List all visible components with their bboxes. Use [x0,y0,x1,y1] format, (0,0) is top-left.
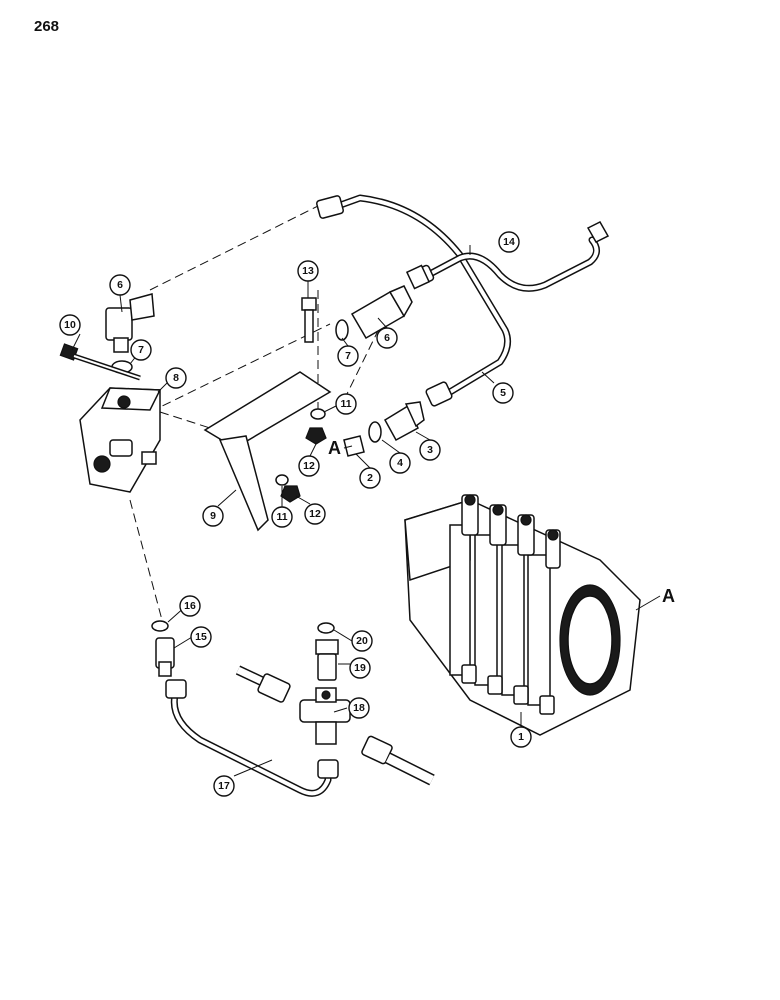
svg-text:7: 7 [345,350,351,362]
o-ring-7b [335,319,349,341]
callout-17: 17 [213,775,235,797]
callout-leaders [71,245,522,777]
callout-8: 8 [165,367,187,389]
fitting-19 [315,639,339,681]
callout-4: 4 [389,452,411,474]
callout-12b: 12 [304,503,326,525]
o-ring-20 [317,622,335,634]
svg-text:18: 18 [353,702,365,714]
callout-10: 10 [59,314,81,336]
tube-5 [316,194,512,407]
callout-14: 14 [498,231,520,253]
svg-text:20: 20 [356,635,368,647]
svg-text:13: 13 [302,265,314,277]
svg-text:11: 11 [276,511,287,523]
svg-text:3: 3 [427,444,433,456]
svg-text:5: 5 [500,387,506,399]
o-ring-4 [368,421,382,443]
bolt-13 [301,297,317,343]
o-ring-16 [151,620,169,632]
callout-6b: 6 [376,327,398,349]
valve-block-8 [79,387,162,493]
svg-text:7: 7 [138,344,144,356]
callout-7b: 7 [337,345,359,367]
svg-text:10: 10 [64,319,76,331]
bolt-10 [59,343,141,381]
callout-2: 2 [359,467,381,489]
svg-text:6: 6 [384,332,390,344]
svg-text:2: 2 [367,472,373,484]
callout-20: 20 [351,630,373,652]
valve-letter-a: A [662,586,675,606]
fitting-15 [155,637,175,677]
elbow-fitting-6 [105,293,155,353]
callout-6a: 6 [109,274,131,296]
svg-text:6: 6 [117,279,123,291]
svg-text:19: 19 [354,662,366,674]
port-letter-a: A [328,438,341,458]
callout-5: 5 [492,382,514,404]
callout-11a: 11 [335,393,357,415]
callout-16: 16 [179,595,201,617]
callout-11b: 11 [271,506,293,528]
svg-text:9: 9 [210,510,216,522]
callout-18: 18 [348,697,370,719]
svg-text:8: 8 [173,372,179,384]
callout-13: 13 [297,260,319,282]
hose-right [361,735,435,786]
callout-3: 3 [419,439,441,461]
callout-7a: 7 [130,339,152,361]
svg-text:15: 15 [195,631,207,643]
svg-text:4: 4 [397,457,403,469]
nuts-and-washers [275,408,327,503]
bracket-9 [203,371,332,532]
tube-17 [165,679,339,797]
fitting-2 [343,435,365,457]
tee-fitting-18 [299,687,351,745]
svg-text:16: 16 [184,600,196,612]
control-valve-1 [404,494,641,736]
svg-text:1: 1 [518,731,524,743]
callout-19: 19 [349,657,371,679]
callout-12a: 12 [298,455,320,477]
svg-text:14: 14 [503,236,515,248]
callout-9: 9 [202,505,224,527]
connector-fitting-6 [350,264,431,340]
svg-text:12: 12 [309,508,321,520]
page-number: 268 [34,18,60,35]
callout-15: 15 [190,626,212,648]
callout-1: 1 [510,726,532,748]
svg-text:12: 12 [303,460,315,472]
svg-text:11: 11 [340,398,351,410]
hose-left [235,665,291,703]
svg-text:17: 17 [218,780,230,792]
fitting-3 [383,401,425,442]
